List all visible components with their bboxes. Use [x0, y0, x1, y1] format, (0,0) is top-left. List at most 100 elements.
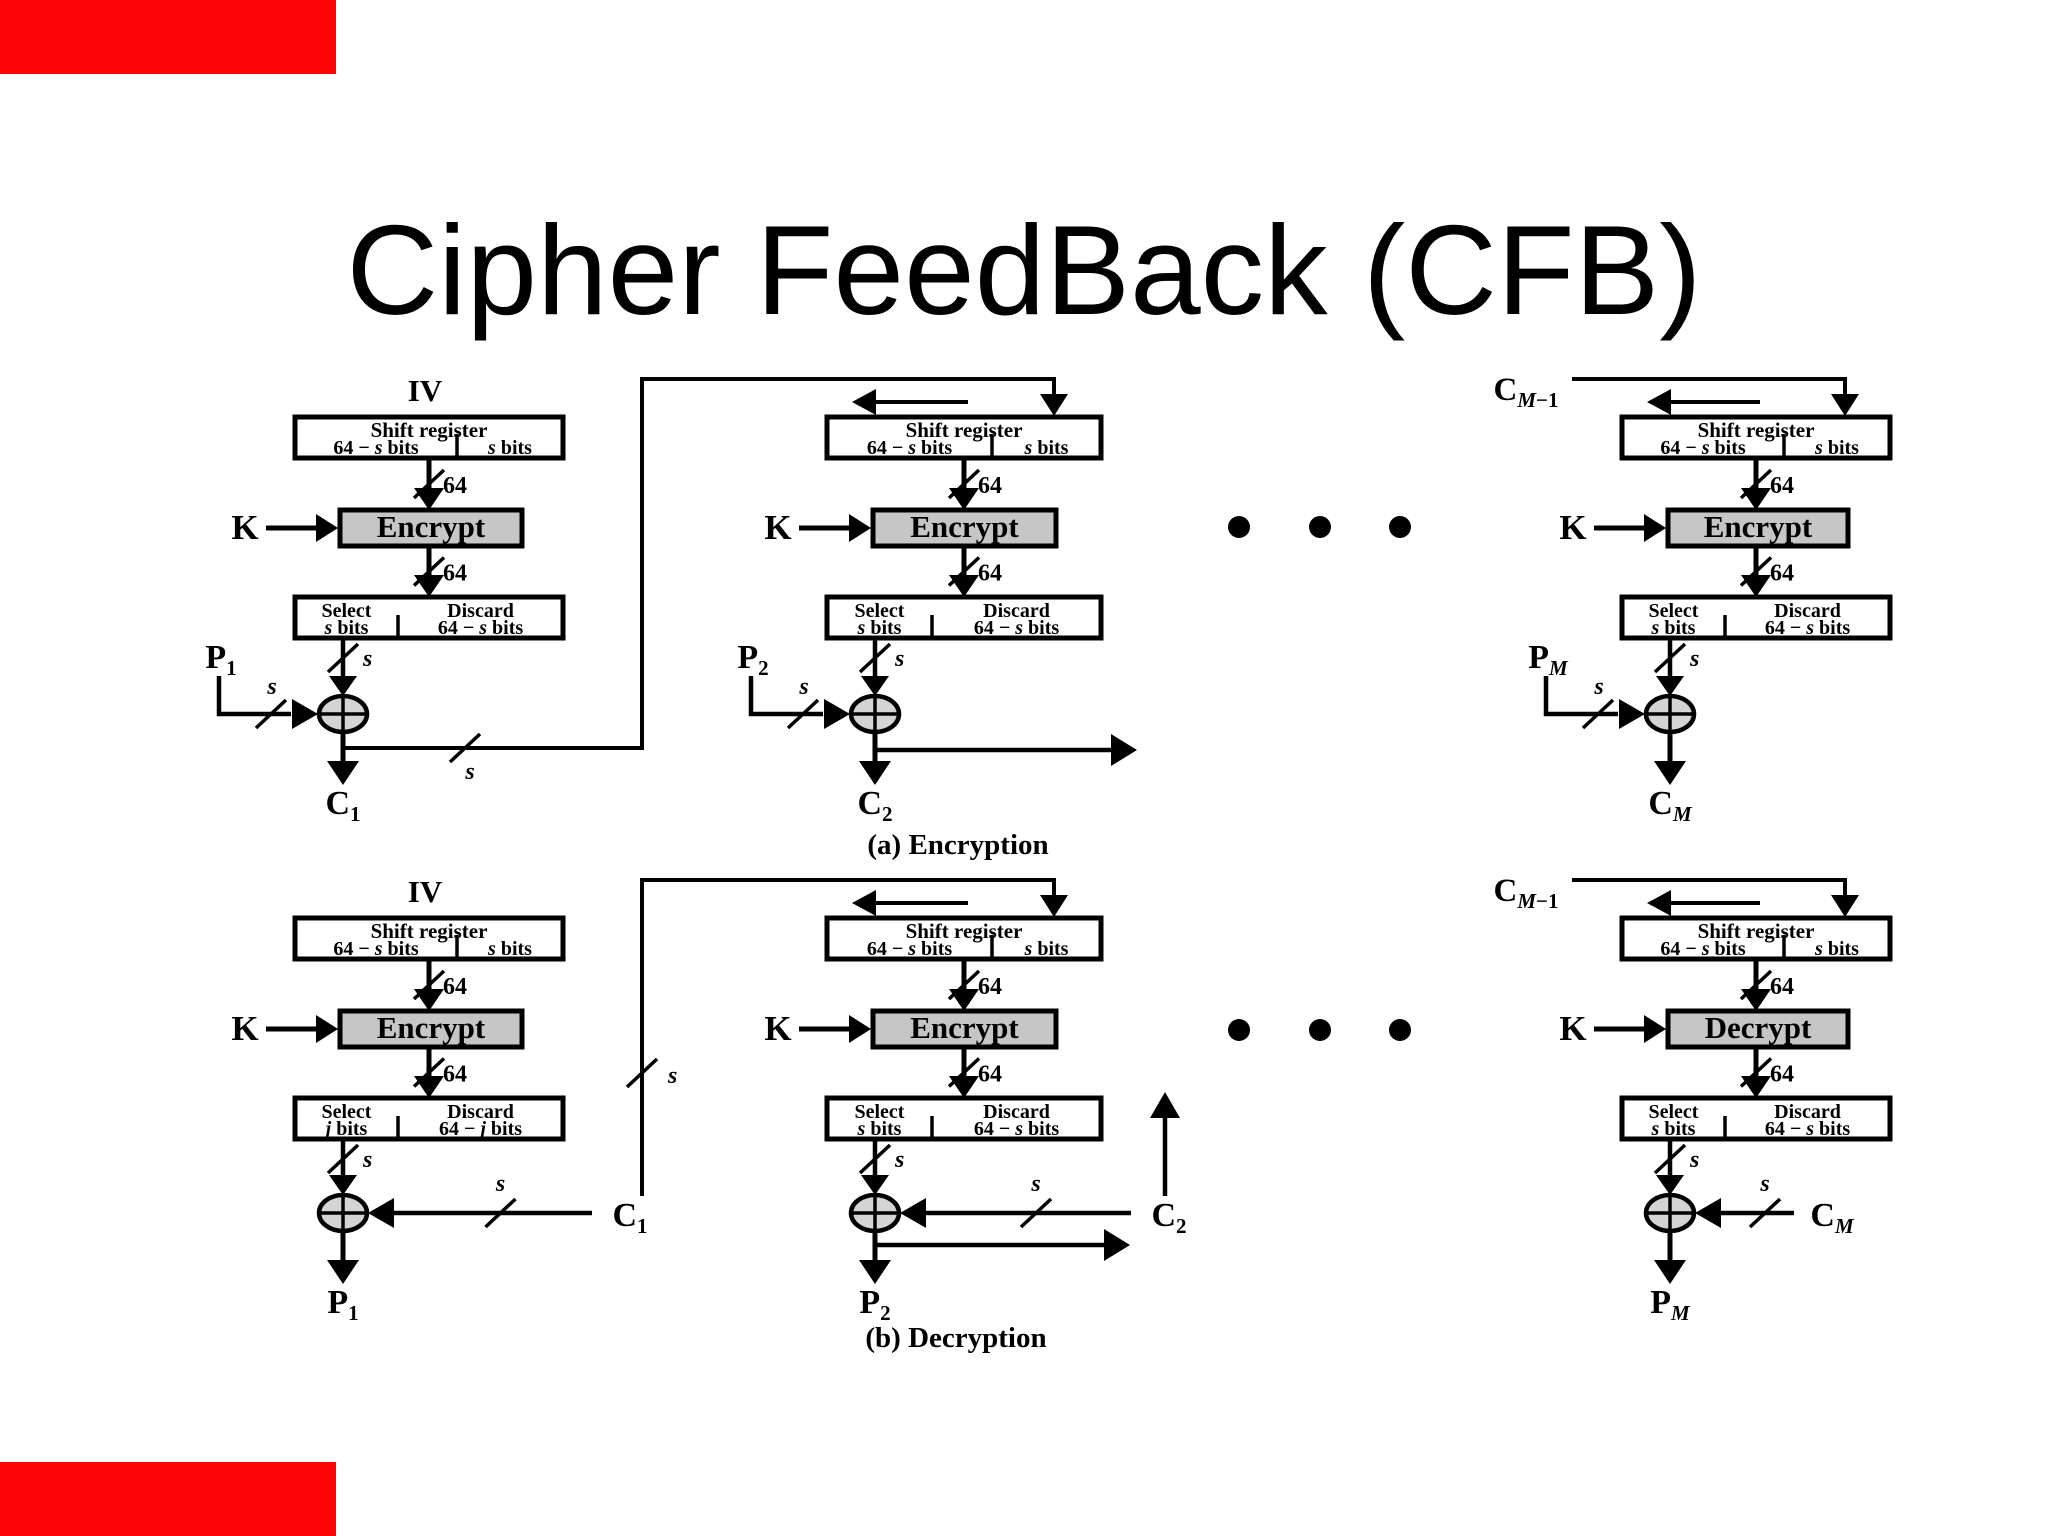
- dec-unit-3-key-label: K: [1559, 1009, 1586, 1048]
- diagram-label: 64 − s bits: [333, 437, 419, 459]
- dec-unit-3-engine-label: Decrypt: [1705, 1010, 1812, 1045]
- diagram-label: s bits: [1024, 938, 1069, 960]
- dec-unit-2-key-label: K: [764, 1009, 791, 1048]
- diagram-label: s bits: [1651, 617, 1696, 639]
- diagram-label: Select: [1649, 600, 1699, 622]
- diagram-label: Select: [855, 1101, 905, 1123]
- enc-unit-2-register-title: Shift register: [906, 418, 1023, 442]
- diagram-label: s: [464, 759, 474, 785]
- dec-unit-1-input-label: C1: [612, 1197, 647, 1238]
- diagram-label: Discard: [447, 1101, 514, 1123]
- diagram-label: 64: [1770, 561, 1794, 587]
- diagram-label: 64 − s bits: [1660, 938, 1746, 960]
- red-corner-bar-top: [0, 0, 336, 74]
- enc-unit-1-key-label: K: [231, 508, 258, 547]
- enc-unit-3-key-label: K: [1559, 508, 1586, 547]
- diagram-label: Select: [855, 600, 905, 622]
- diagram-label: s bits: [1814, 938, 1859, 960]
- caption-decryption: (b) Decryption: [865, 1322, 1046, 1354]
- dec-unit-1-engine-label: Encrypt: [377, 1010, 486, 1045]
- dec-ellipsis-dots: [1228, 1019, 1411, 1041]
- diagram-label: 64: [978, 561, 1002, 587]
- enc-unit-1-input-label: P1: [205, 639, 236, 680]
- diagram-label: 64 − s bits: [867, 437, 953, 459]
- enc-unit-3-register-title: Shift register: [1698, 418, 1815, 442]
- diagram-label: s: [362, 1147, 372, 1173]
- dec-unit-3-prev-cipher-label: CM−1: [1494, 873, 1559, 913]
- diagram-label: s: [1759, 1171, 1769, 1197]
- dec-unit-3-register-title: Shift register: [1698, 919, 1815, 943]
- diagram-label: Discard: [1774, 600, 1841, 622]
- diagram-label: j bits: [323, 1118, 368, 1140]
- diagram-label: 64: [1770, 974, 1794, 1000]
- diagram-label: 64: [1770, 1062, 1794, 1088]
- diagram-label: Select: [322, 600, 372, 622]
- enc-unit-1-output-label: C1: [325, 785, 360, 826]
- diagram-label: 64: [443, 473, 467, 499]
- diagram-label: s: [266, 674, 276, 700]
- enc-unit-3-output-label: CM: [1648, 785, 1693, 826]
- dec-unit-2-register-title: Shift register: [906, 919, 1023, 943]
- diagram-label: s: [894, 646, 904, 672]
- diagram-label: s: [1030, 1171, 1040, 1197]
- diagram-label: s bits: [324, 617, 369, 639]
- diagram-label: 64 − s bits: [438, 617, 524, 639]
- dec-unit-1-iv-label: IV: [408, 874, 443, 909]
- diagram-label: 64 − s bits: [1765, 617, 1851, 639]
- dec-unit-3-output-label: PM: [1650, 1284, 1691, 1325]
- enc-unit-1-iv-label: IV: [408, 373, 443, 408]
- diagram-label: s bits: [857, 1118, 902, 1140]
- diagram-label: 64 − j bits: [439, 1118, 522, 1140]
- diagram-label: Discard: [1774, 1101, 1841, 1123]
- enc-unit-1-register-title: Shift register: [371, 418, 488, 442]
- diagram-label: 64: [443, 561, 467, 587]
- dec-unit-1-key-label: K: [231, 1009, 258, 1048]
- diagram-label: s: [362, 646, 372, 672]
- dec-unit-2-output-label: P2: [859, 1284, 890, 1325]
- diagram-label: 64 − s bits: [1660, 437, 1746, 459]
- dec-unit-2-engine-label: Encrypt: [910, 1010, 1019, 1045]
- enc-unit-3-input-label: PM: [1528, 639, 1569, 680]
- diagram-label: s: [1689, 1147, 1699, 1173]
- diagram-label: 64 − s bits: [867, 938, 953, 960]
- enc-unit-2-input-label: P2: [737, 639, 768, 680]
- diagram-label: Discard: [983, 1101, 1050, 1123]
- diagram-label: s bits: [487, 938, 532, 960]
- diagram-label: s bits: [1814, 437, 1859, 459]
- diagram-label: s: [495, 1171, 505, 1197]
- diagram-label: 64 − s bits: [974, 1118, 1060, 1140]
- enc-unit-2-engine-label: Encrypt: [910, 509, 1019, 544]
- diagram-label: 64 − s bits: [1765, 1118, 1851, 1140]
- enc-unit-3-prev-cipher-label: CM−1: [1494, 372, 1559, 412]
- enc-unit-2-output-label: C2: [857, 785, 892, 826]
- page-title: Cipher FeedBack (CFB): [346, 199, 1702, 342]
- dec-unit-1-output-label: P1: [327, 1284, 358, 1325]
- diagram-label: 64: [443, 1062, 467, 1088]
- diagram-label: s: [667, 1063, 677, 1089]
- dec-unit-2-input-label: C2: [1151, 1197, 1186, 1238]
- diagram-label: 64 − s bits: [974, 617, 1060, 639]
- diagram-label: 64: [978, 473, 1002, 499]
- diagram-label: 64 − s bits: [333, 938, 419, 960]
- diagram-label: s: [798, 674, 808, 700]
- dec-unit-1-register-title: Shift register: [371, 919, 488, 943]
- caption-encryption: (a) Encryption: [867, 829, 1048, 861]
- enc-unit-1-engine-label: Encrypt: [377, 509, 486, 544]
- dec-unit-3-input-label: CM: [1810, 1197, 1855, 1238]
- diagram-label: Select: [1649, 1101, 1699, 1123]
- diagram-label: s bits: [1651, 1118, 1696, 1140]
- diagram-label: s bits: [857, 617, 902, 639]
- diagram-label: s bits: [487, 437, 532, 459]
- red-corner-bar-bottom: [0, 1462, 336, 1536]
- diagram-label: Select: [322, 1101, 372, 1123]
- diagram-label: s: [1689, 646, 1699, 672]
- diagram-label: 64: [978, 974, 1002, 1000]
- diagram-label: s: [1593, 674, 1603, 700]
